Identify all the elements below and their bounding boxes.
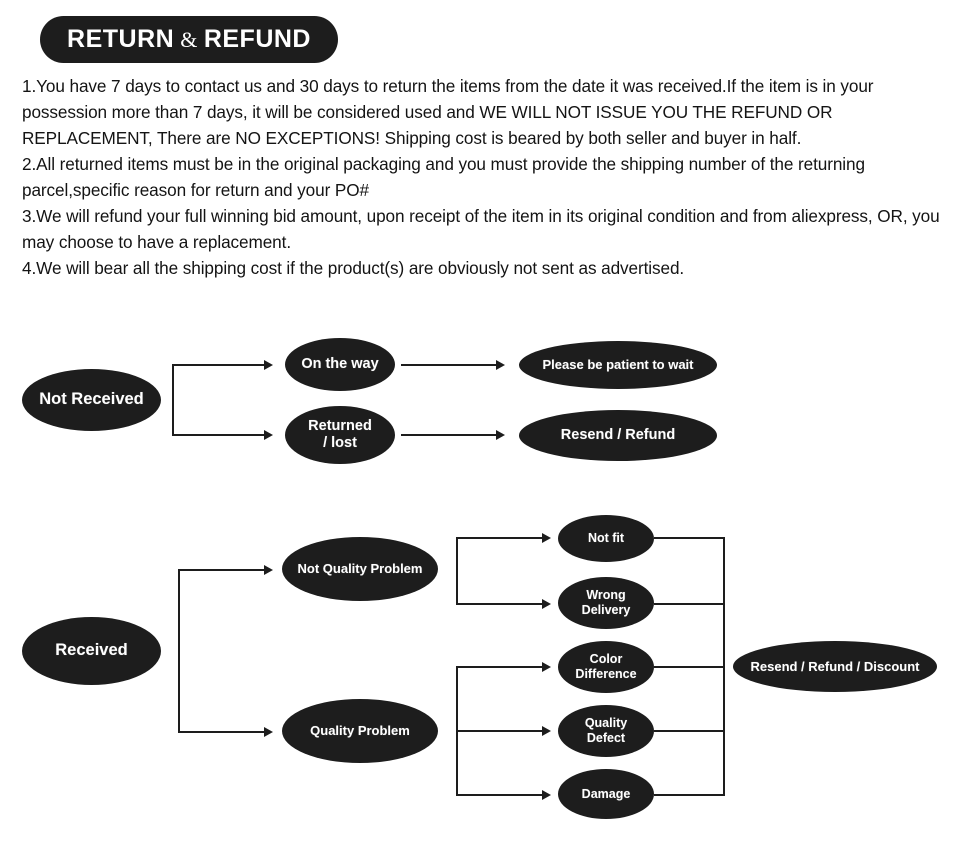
- arrowhead-ontheway-outcome: [496, 360, 505, 370]
- node-returned-lost: Returned / lost: [285, 406, 395, 464]
- connector-qp-colordiff: [456, 666, 542, 668]
- node-please-be-patient-label: Please be patient to wait: [542, 357, 694, 373]
- node-on-the-way-label: On the way: [301, 355, 379, 372]
- node-not-received: Not Received: [22, 369, 161, 431]
- connector-ontheway-outcome: [401, 364, 496, 366]
- collector-notfit: [654, 537, 724, 539]
- arrowhead-nr-top: [264, 360, 273, 370]
- node-quality-defect-label: Quality Defect: [584, 716, 628, 745]
- policy-item-2: 2.All returned items must be in the orig…: [22, 154, 865, 200]
- arrowhead-rc-top: [264, 565, 273, 575]
- connector-nr-spine: [172, 364, 174, 435]
- connector-qp-damage: [456, 794, 542, 796]
- connector-nqp-spine: [456, 537, 458, 604]
- node-on-the-way: On the way: [285, 338, 395, 391]
- node-please-be-patient: Please be patient to wait: [519, 341, 717, 389]
- node-not-quality-problem: Not Quality Problem: [282, 537, 438, 601]
- node-resend-refund: Resend / Refund: [519, 410, 717, 461]
- node-not-fit: Not fit: [558, 515, 654, 562]
- policy-item-3: 3.We will refund your full winning bid a…: [22, 206, 940, 252]
- node-damage: Damage: [558, 769, 654, 819]
- connector-nr-bottom: [172, 434, 264, 436]
- page-title-banner: RETURN&REFUND: [40, 16, 338, 63]
- policy-item-4: 4.We will bear all the shipping cost if …: [22, 258, 685, 278]
- page-title-right: REFUND: [203, 25, 311, 53]
- collector-colordiff: [654, 666, 724, 668]
- arrowhead-returnedlost-outcome: [496, 430, 505, 440]
- node-color-difference: Color Difference: [558, 641, 654, 693]
- arrowhead-rc-bottom: [264, 727, 273, 737]
- connector-rc-top: [178, 569, 264, 571]
- connector-rc-spine: [178, 569, 180, 732]
- node-color-difference-label: Color Difference: [575, 652, 637, 681]
- arrowhead-qp-colordiff: [542, 662, 551, 672]
- node-damage-label: Damage: [581, 786, 631, 801]
- page-title: RETURN&REFUND: [67, 25, 311, 54]
- collector-qualitydefect: [654, 730, 724, 732]
- page-title-left: RETURN: [67, 25, 175, 53]
- connector-qp-spine: [456, 666, 458, 794]
- node-wrong-delivery: Wrong Delivery: [558, 577, 654, 629]
- policy-item-1: 1.You have 7 days to contact us and 30 d…: [22, 76, 874, 148]
- connector-rc-bottom: [178, 731, 264, 733]
- node-not-fit-label: Not fit: [587, 531, 625, 546]
- connector-nqp-wrongdelivery: [456, 603, 542, 605]
- connector-returnedlost-outcome: [401, 434, 496, 436]
- collector-wrongdelivery: [654, 603, 724, 605]
- node-quality-problem: Quality Problem: [282, 699, 438, 763]
- page-title-ampersand: &: [180, 27, 198, 52]
- node-not-quality-problem-label: Not Quality Problem: [297, 561, 423, 577]
- node-resend-refund-discount-label: Resend / Refund / Discount: [750, 658, 920, 674]
- node-not-received-label: Not Received: [39, 390, 144, 409]
- arrowhead-nqp-wrongdelivery: [542, 599, 551, 609]
- node-received: Received: [22, 617, 161, 685]
- collector-spine: [723, 537, 725, 796]
- node-resend-refund-label: Resend / Refund: [560, 426, 676, 443]
- arrowhead-qp-qualitydefect: [542, 726, 551, 736]
- arrowhead-nqp-notfit: [542, 533, 551, 543]
- connector-nqp-notfit: [456, 537, 542, 539]
- arrowhead-qp-damage: [542, 790, 551, 800]
- node-returned-lost-label: Returned / lost: [308, 417, 372, 451]
- policy-text-block: 1.You have 7 days to contact us and 30 d…: [22, 73, 947, 281]
- node-resend-refund-discount: Resend / Refund / Discount: [733, 641, 937, 692]
- connector-qp-qualitydefect: [456, 730, 542, 732]
- connector-nr-top: [172, 364, 264, 366]
- collector-damage: [654, 794, 724, 796]
- node-wrong-delivery-label: Wrong Delivery: [581, 588, 631, 617]
- node-received-label: Received: [55, 641, 128, 660]
- node-quality-defect: Quality Defect: [558, 705, 654, 757]
- arrowhead-nr-bottom: [264, 430, 273, 440]
- node-quality-problem-label: Quality Problem: [310, 723, 410, 739]
